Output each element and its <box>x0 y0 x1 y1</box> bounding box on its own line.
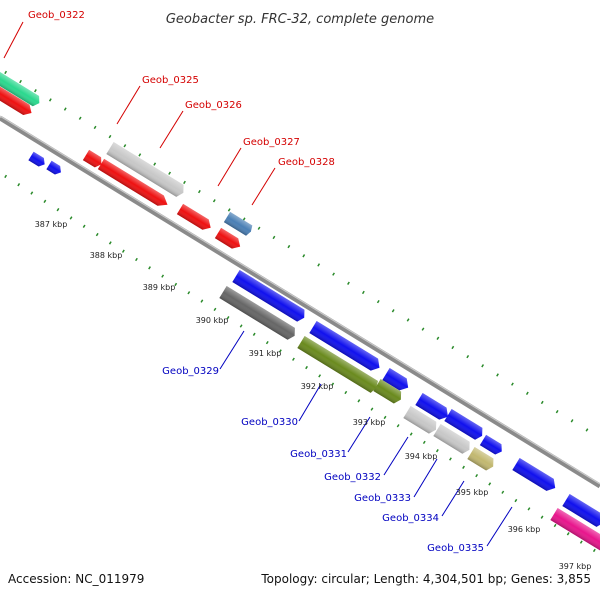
leader-line <box>251 167 276 206</box>
tick-label: 390 kbp <box>196 316 229 325</box>
label-geob-0334: Geob_0334 <box>382 513 439 524</box>
map-title: Geobacter sp. FRC-32, complete genome <box>166 12 434 27</box>
forward-label-leaders <box>3 21 276 206</box>
gene-arrow-red <box>176 203 211 230</box>
gene-arrow-khaki <box>467 447 494 471</box>
leader-line <box>298 383 322 422</box>
genome-backbone-highlight <box>0 115 600 485</box>
leader-line <box>441 480 465 517</box>
gene-arrow-blue <box>444 409 483 440</box>
tick-label: 397 kbp <box>559 562 592 571</box>
label-geob-0322: Geob_0322 <box>28 10 85 21</box>
gene-arrow-red <box>0 84 32 115</box>
label-geob-0328: Geob_0328 <box>278 157 335 168</box>
tick-label: 396 kbp <box>508 525 541 534</box>
label-geob-0335: Geob_0335 <box>427 543 484 554</box>
gene-arrow-lightgrey <box>433 424 470 454</box>
inner-dotted-track <box>4 174 600 556</box>
label-geob-0327: Geob_0327 <box>243 137 300 148</box>
gene-arrow-blue <box>382 368 409 391</box>
gene-arrow-teal <box>0 70 40 107</box>
gene-arrow-olive <box>373 379 402 404</box>
leader-line <box>159 110 184 149</box>
forward-genes <box>0 70 253 249</box>
leader-line <box>383 436 409 476</box>
gene-arrow-blue <box>46 160 61 175</box>
tick-label: 388 kbp <box>90 251 123 260</box>
gene-arrow-magenta <box>550 508 600 552</box>
leader-line <box>486 506 513 547</box>
gene-arrow-blue <box>415 393 448 420</box>
label-geob-0333: Geob_0333 <box>354 493 411 504</box>
gene-arrow-steelblue <box>223 211 253 236</box>
reverse-genes <box>28 151 600 552</box>
tick-label: 394 kbp <box>405 452 438 461</box>
reverse-label-leaders <box>219 330 513 547</box>
gene-arrow-red <box>214 227 241 249</box>
leader-line <box>3 21 24 59</box>
gene-arrow-blue <box>479 434 502 455</box>
label-geob-0325: Geob_0325 <box>142 75 199 86</box>
tick-label: 391 kbp <box>249 349 282 358</box>
leader-line <box>413 458 438 498</box>
leader-line <box>217 147 242 187</box>
accession-text: Accession: NC_011979 <box>8 572 145 586</box>
label-geob-0332: Geob_0332 <box>324 472 381 483</box>
gene-arrow-darkgrey <box>219 286 295 340</box>
label-geob-0329: Geob_0329 <box>162 366 219 377</box>
gene-arrow-blue <box>512 458 556 491</box>
gene-arrow-blue <box>309 321 380 371</box>
gene-arrow-blue <box>562 494 600 527</box>
label-geob-0330: Geob_0330 <box>241 417 298 428</box>
leader-line <box>116 85 141 125</box>
tick-label: 393 kbp <box>353 418 386 427</box>
gene-arrow-lightgrey <box>403 406 437 434</box>
gene-arrow-red <box>97 158 168 206</box>
gene-arrow-blue <box>232 270 305 322</box>
gene-arrow-red <box>82 149 102 168</box>
gene-arrow-blue <box>28 151 45 167</box>
leader-line <box>347 416 371 453</box>
label-geob-0331: Geob_0331 <box>290 449 347 460</box>
genome-backbone <box>0 115 600 489</box>
leader-line <box>219 330 245 370</box>
gene-arrow-olive <box>297 336 378 393</box>
label-geob-0326: Geob_0326 <box>185 100 242 111</box>
tick-label: 392 kbp <box>301 382 334 391</box>
topology-text: Topology: circular; Length: 4,304,501 bp… <box>261 572 591 586</box>
tick-label: 389 kbp <box>143 283 176 292</box>
gene-arrow-grey <box>106 142 184 197</box>
tick-label: 387 kbp <box>35 220 68 229</box>
tick-label: 395 kbp <box>456 488 489 497</box>
